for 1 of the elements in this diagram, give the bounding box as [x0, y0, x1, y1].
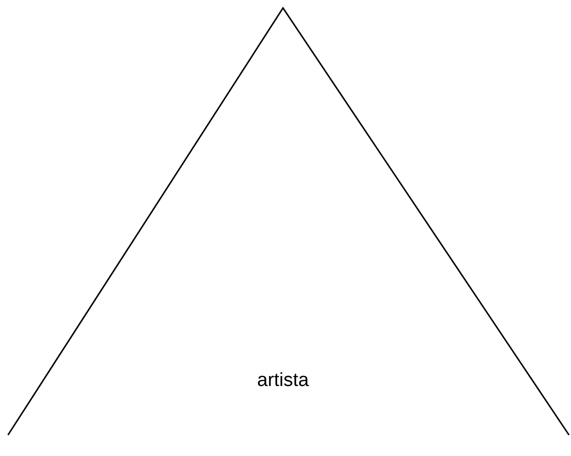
node-label: artista	[257, 370, 309, 392]
